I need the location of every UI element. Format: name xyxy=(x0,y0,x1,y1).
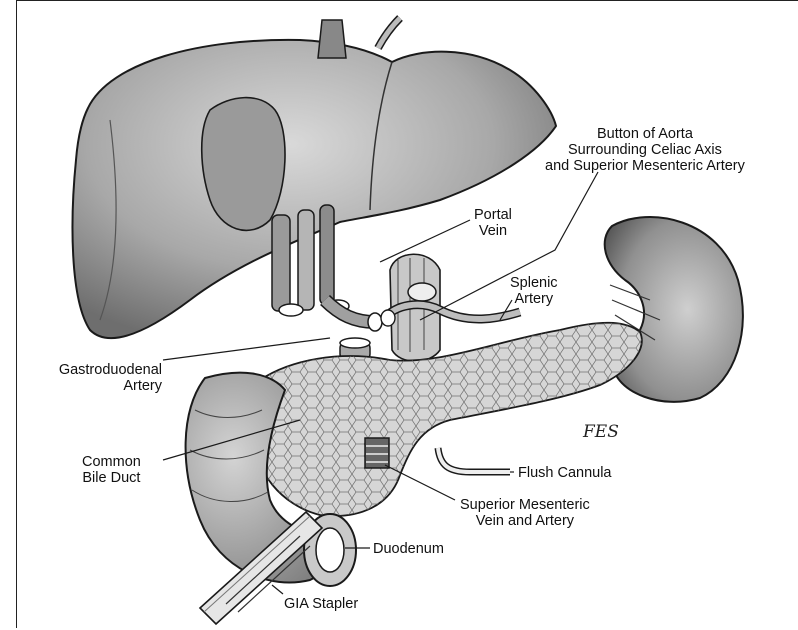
label-gia-stapler: GIA Stapler xyxy=(284,596,358,612)
label-duodenum: Duodenum xyxy=(373,541,444,557)
artist-signature: FES xyxy=(583,422,619,442)
spleen xyxy=(605,217,743,402)
label-gastroduodenal-artery: Gastroduodenal Artery xyxy=(22,362,162,394)
label-portal-vein: Portal Vein xyxy=(474,207,512,239)
label-flush-cannula: Flush Cannula xyxy=(518,465,612,481)
label-common-bile-duct: Common Bile Duct xyxy=(82,454,141,486)
label-splenic-artery: Splenic Artery xyxy=(510,275,558,307)
flush-cannula xyxy=(438,448,510,472)
gallbladder xyxy=(202,98,285,231)
pancreas xyxy=(254,323,642,516)
label-aorta-button: Button of Aorta Surrounding Celiac Axis … xyxy=(545,126,745,174)
label-sm-vein-artery: Superior Mesenteric Vein and Artery xyxy=(460,497,590,529)
sm-vessels xyxy=(365,438,389,468)
hilar-vessels xyxy=(272,205,382,331)
